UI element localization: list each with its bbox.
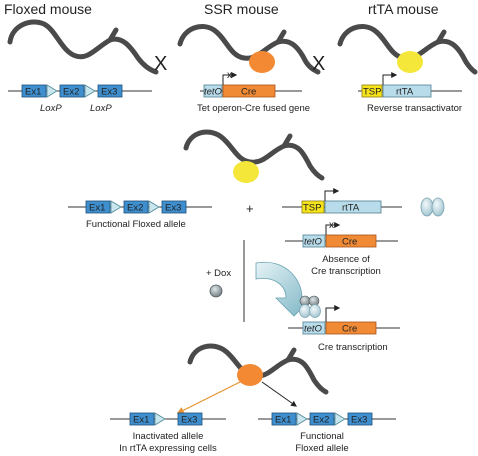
teto-label-dox: tetO bbox=[304, 324, 323, 335]
cross-symbol-2: X bbox=[312, 53, 325, 75]
caption-functional-1: Functional bbox=[300, 431, 344, 442]
teto-box bbox=[203, 84, 223, 98]
rtta-label-middle: rtTA bbox=[342, 203, 360, 214]
teto-cre-construct-no-dox: tetO Cre x Absence of Cre transcription bbox=[285, 220, 398, 277]
teto-label: tetO bbox=[204, 87, 223, 98]
rtta-protein-icon-middle bbox=[233, 161, 259, 183]
exon-2-box bbox=[59, 84, 85, 98]
dox-bound-rtta-icon bbox=[299, 295, 321, 318]
cre-protein-icon bbox=[249, 51, 275, 73]
inactivated-allele-construct: Ex1 Ex3 Inactivated allele In rtTA expre… bbox=[110, 412, 226, 454]
doxycycline-icon bbox=[209, 284, 223, 298]
tsp-label-middle: TSP bbox=[303, 203, 321, 214]
exon-1-label-inactivated: Ex1 bbox=[133, 415, 149, 426]
blocked-transcription-mark: x bbox=[227, 70, 232, 81]
cre-label-dox: Cre bbox=[342, 324, 357, 335]
rtta-construct-top: TSP rtTA Reverse transactivator bbox=[358, 72, 462, 114]
induction-curved-arrow bbox=[255, 261, 313, 317]
exon-3-label-functional: Ex3 bbox=[351, 415, 367, 426]
plus-symbol: + bbox=[246, 201, 254, 216]
mouse-rtta-icon bbox=[337, 24, 478, 75]
rtta-protein-icon bbox=[397, 51, 423, 73]
caption-tet-fused-gene: Tet operon-Cre fused gene bbox=[197, 103, 310, 114]
loxp-triangle-2 bbox=[84, 84, 96, 98]
loxp-triangle-1 bbox=[46, 84, 58, 98]
exon-3-box bbox=[97, 84, 123, 98]
teto-label-no-dox: tetO bbox=[304, 237, 323, 248]
tsp-promoter-box bbox=[361, 84, 383, 98]
caption-cre-transcription: Cre transcription bbox=[318, 342, 388, 353]
mouse-double-transgenic-icon bbox=[183, 129, 325, 183]
cre-protein-icon-bottom bbox=[237, 364, 263, 386]
caption-absence-2: Cre transcription bbox=[311, 266, 381, 277]
arrow-to-inactivated bbox=[176, 381, 241, 414]
ssr-construct-top: tetO Cre x Tet operon-Cre fused gene bbox=[197, 70, 310, 114]
rtta-gene-label: rtTA bbox=[396, 87, 414, 98]
exon-3-label-middle: Ex3 bbox=[165, 203, 181, 214]
teto-cre-construct-dox: tetO Cre Cre transcription bbox=[288, 305, 400, 353]
rtta-transcription-arrow bbox=[382, 72, 398, 85]
cre-gene-label: Cre bbox=[241, 87, 256, 98]
exon-3-label-inactivated: Ex3 bbox=[181, 415, 197, 426]
caption-inactivated-2: In rtTA expressing cells bbox=[119, 443, 217, 454]
mouse-induced-icon bbox=[187, 343, 329, 395]
cre-gene-box bbox=[222, 84, 276, 98]
exon-2-label: Ex2 bbox=[63, 87, 79, 98]
exon-2-label-functional: Ex2 bbox=[313, 415, 329, 426]
transcription-start-arrow bbox=[222, 72, 238, 85]
blocked-mark-no-dox: x bbox=[329, 220, 334, 231]
header-floxed-mouse: Floxed mouse bbox=[4, 1, 92, 17]
caption-reverse-transactivator: Reverse transactivator bbox=[367, 103, 462, 114]
header-rtta-mouse: rtTA mouse bbox=[368, 1, 439, 17]
arrow-to-functional bbox=[261, 381, 297, 407]
loxp-label-2: LoxP bbox=[90, 103, 112, 114]
exon-1-label-middle: Ex1 bbox=[89, 203, 105, 214]
mouse-floxed-icon bbox=[7, 19, 159, 75]
rtta-gene-box bbox=[382, 84, 432, 98]
floxed-construct-top: Ex1 Ex2 Ex3 LoxP LoxP bbox=[8, 84, 152, 114]
functional-allele-construct-bottom: Ex1 Ex2 Ex3 Functional Floxed allele bbox=[258, 412, 396, 454]
exon-1-box bbox=[21, 84, 47, 98]
exon-1-label: Ex1 bbox=[25, 87, 41, 98]
caption-absence-1: Absence of bbox=[322, 254, 370, 265]
mouse-ssr-icon bbox=[177, 24, 321, 75]
cross-symbol-1: X bbox=[154, 53, 167, 75]
caption-functional-floxed-allele: Functional Floxed allele bbox=[86, 219, 186, 230]
header-ssr-mouse: SSR mouse bbox=[204, 1, 279, 17]
loxp-label-1: LoxP bbox=[40, 103, 62, 114]
floxed-construct-middle: Ex1 Ex2 Ex3 Functional Floxed allele bbox=[68, 200, 212, 230]
exon-2-label-middle: Ex2 bbox=[127, 203, 143, 214]
exon-1-label-functional: Ex1 bbox=[275, 415, 291, 426]
cre-label-no-dox: Cre bbox=[342, 237, 357, 248]
exon-3-label: Ex3 bbox=[101, 87, 117, 98]
rtta-dimer-icon bbox=[420, 197, 445, 217]
rtta-construct-middle: TSP rtTA bbox=[282, 188, 402, 214]
tsp-label: TSP bbox=[363, 87, 381, 98]
caption-functional-2: Floxed allele bbox=[295, 443, 348, 454]
dox-label: + Dox bbox=[206, 268, 231, 279]
caption-inactivated-1: Inactivated allele bbox=[133, 431, 204, 442]
